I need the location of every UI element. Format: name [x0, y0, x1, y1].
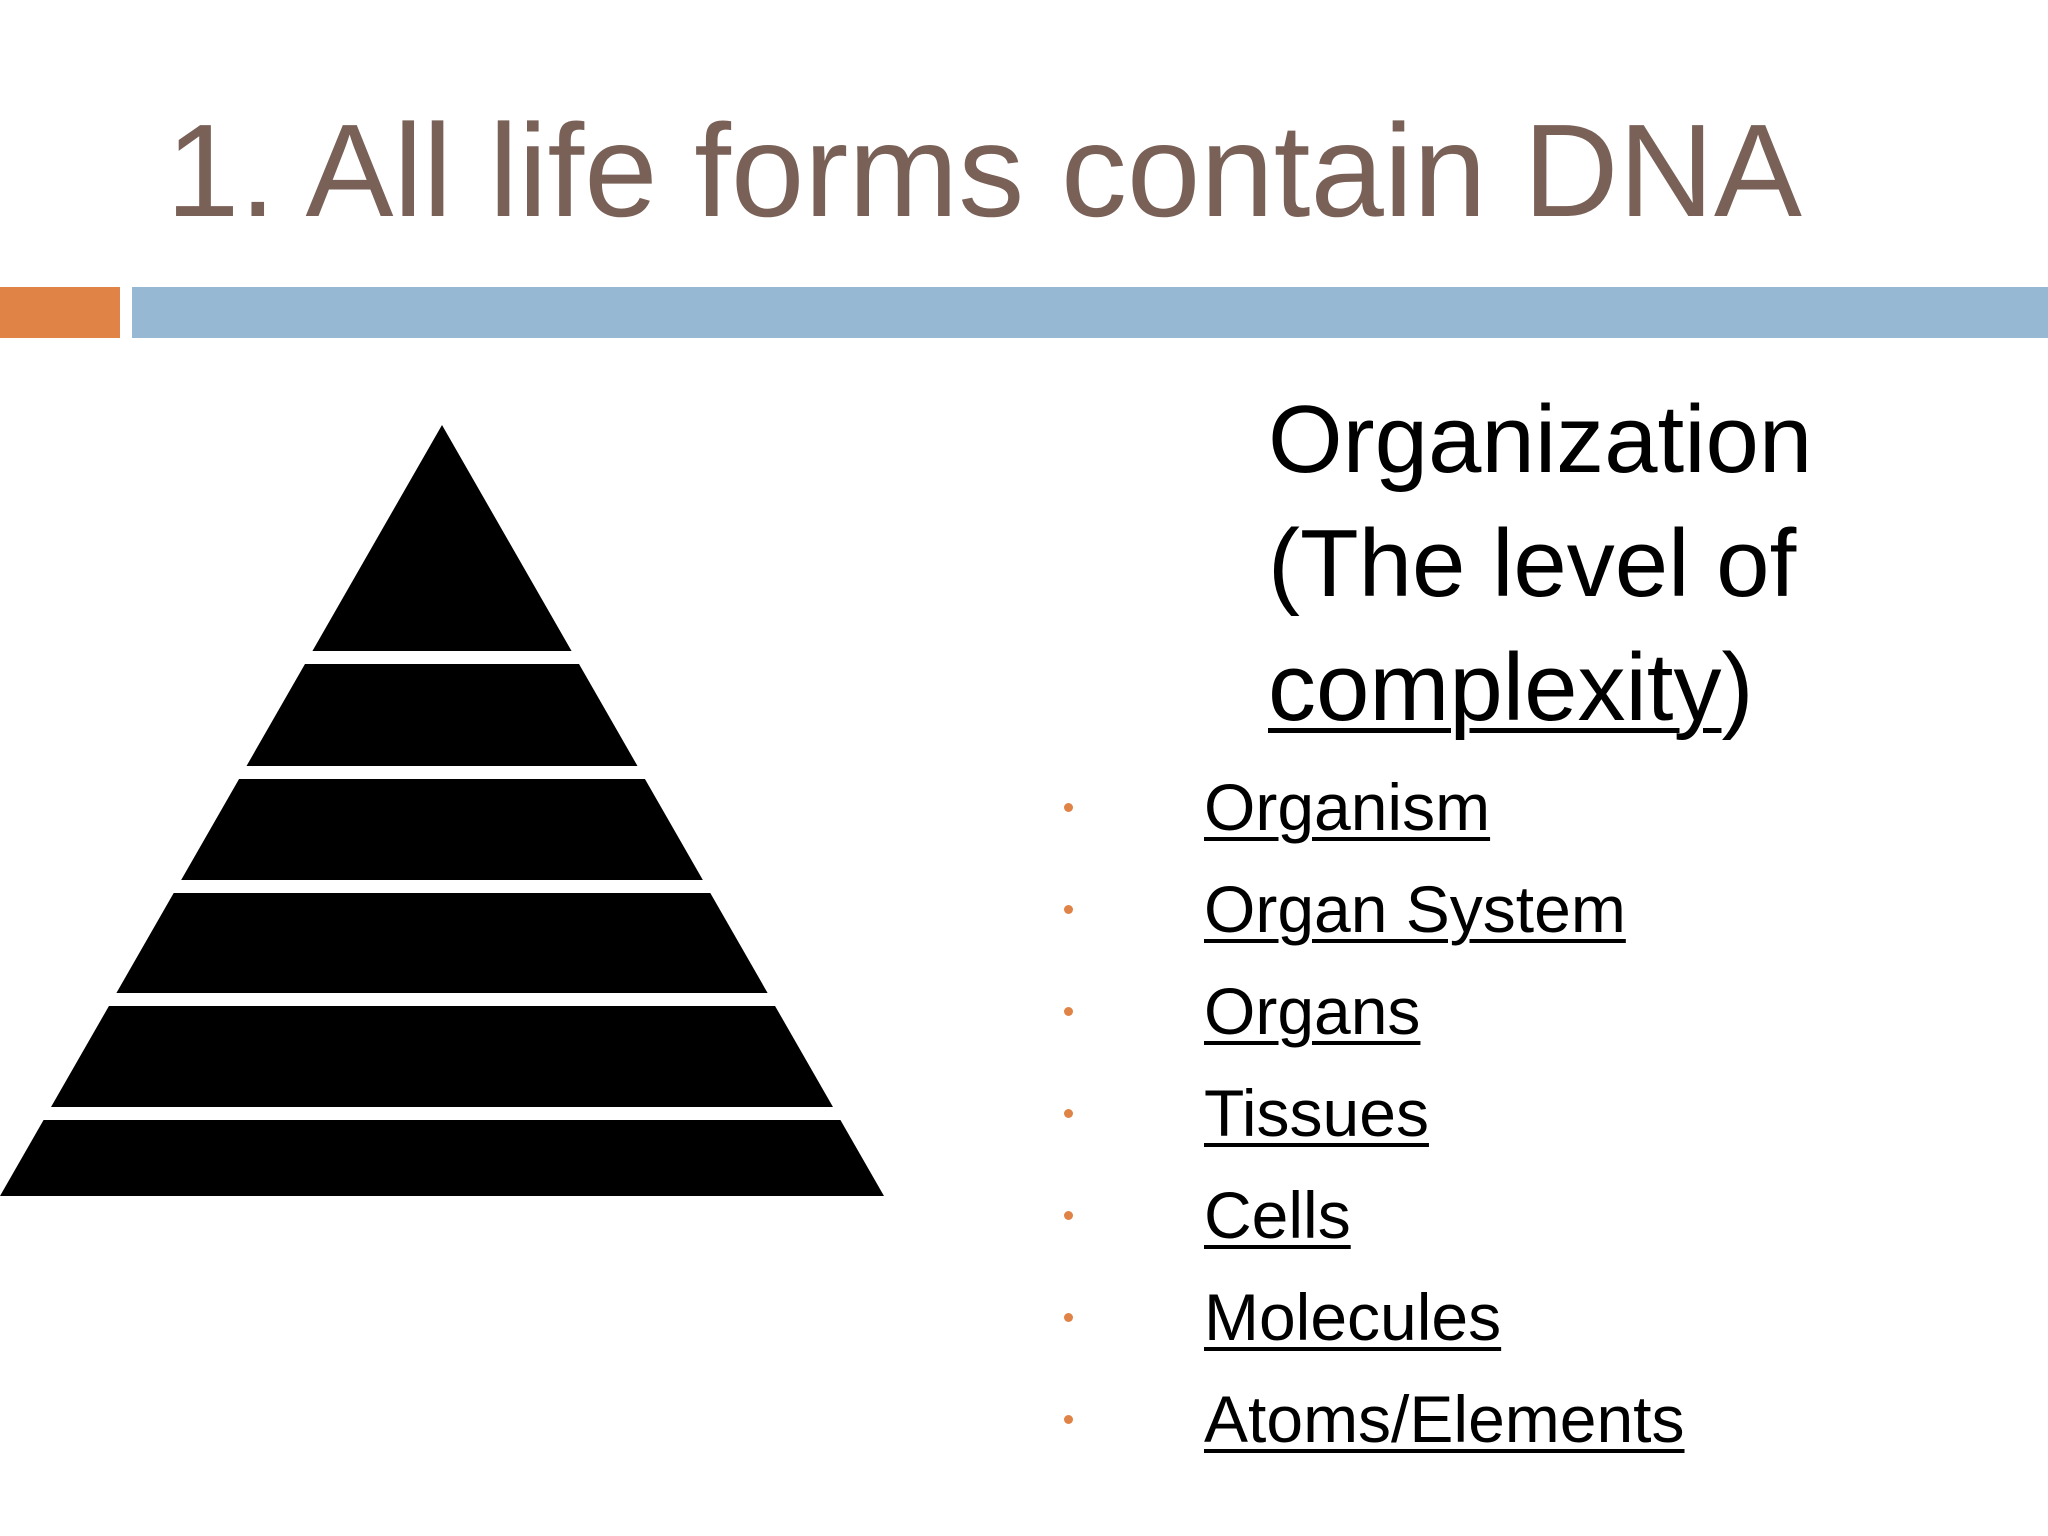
pyramid-divider — [0, 880, 884, 893]
heading-line-3-tail: ) — [1721, 634, 1754, 741]
level-label[interactable]: Tissues — [1204, 1076, 1429, 1150]
level-label[interactable]: Cells — [1204, 1178, 1351, 1252]
pyramid-tier-dividers — [0, 651, 884, 1120]
organization-heading: Organization (The level of complexity) — [1268, 378, 1968, 750]
level-label[interactable]: Molecules — [1204, 1280, 1502, 1354]
list-item: Atoms/Elements — [1060, 1368, 1685, 1470]
heading-line-1: Organization — [1268, 386, 1813, 493]
bullet-dot-icon — [1064, 1108, 1073, 1118]
list-item: Organs — [1060, 960, 1685, 1062]
level-label[interactable]: Organ System — [1204, 872, 1626, 946]
list-item: Molecules — [1060, 1266, 1685, 1368]
list-item: Organ System — [1060, 858, 1685, 960]
pyramid-divider — [0, 1107, 884, 1120]
level-label[interactable]: Atoms/Elements — [1204, 1382, 1685, 1456]
list-item: Tissues — [1060, 1062, 1685, 1164]
list-item: Organism — [1060, 756, 1685, 858]
slide-title: 1. All life forms contain DNA — [166, 97, 1802, 244]
heading-complexity-underlined: complexity — [1268, 634, 1722, 741]
bullet-dot-icon — [1064, 1414, 1073, 1424]
bullet-dot-icon — [1064, 1210, 1073, 1220]
pyramid-divider — [0, 766, 884, 779]
pyramid-divider — [0, 651, 884, 664]
pyramid-shape — [0, 425, 884, 1196]
organization-pyramid — [0, 425, 884, 1196]
pyramid-divider — [0, 993, 884, 1006]
bullet-dot-icon — [1064, 802, 1073, 812]
list-item: Cells — [1060, 1164, 1685, 1266]
heading-line-2: (The level of — [1268, 510, 1797, 617]
level-label[interactable]: Organism — [1204, 770, 1491, 844]
bullet-dot-icon — [1064, 1312, 1073, 1322]
bullet-dot-icon — [1064, 904, 1073, 914]
accent-bar — [0, 287, 120, 338]
level-label[interactable]: Organs — [1204, 974, 1421, 1048]
title-divider-bar — [132, 287, 2048, 338]
organization-levels-list: Organism Organ System Organs Tissues Cel… — [1060, 756, 1685, 1470]
bullet-dot-icon — [1064, 1006, 1073, 1016]
